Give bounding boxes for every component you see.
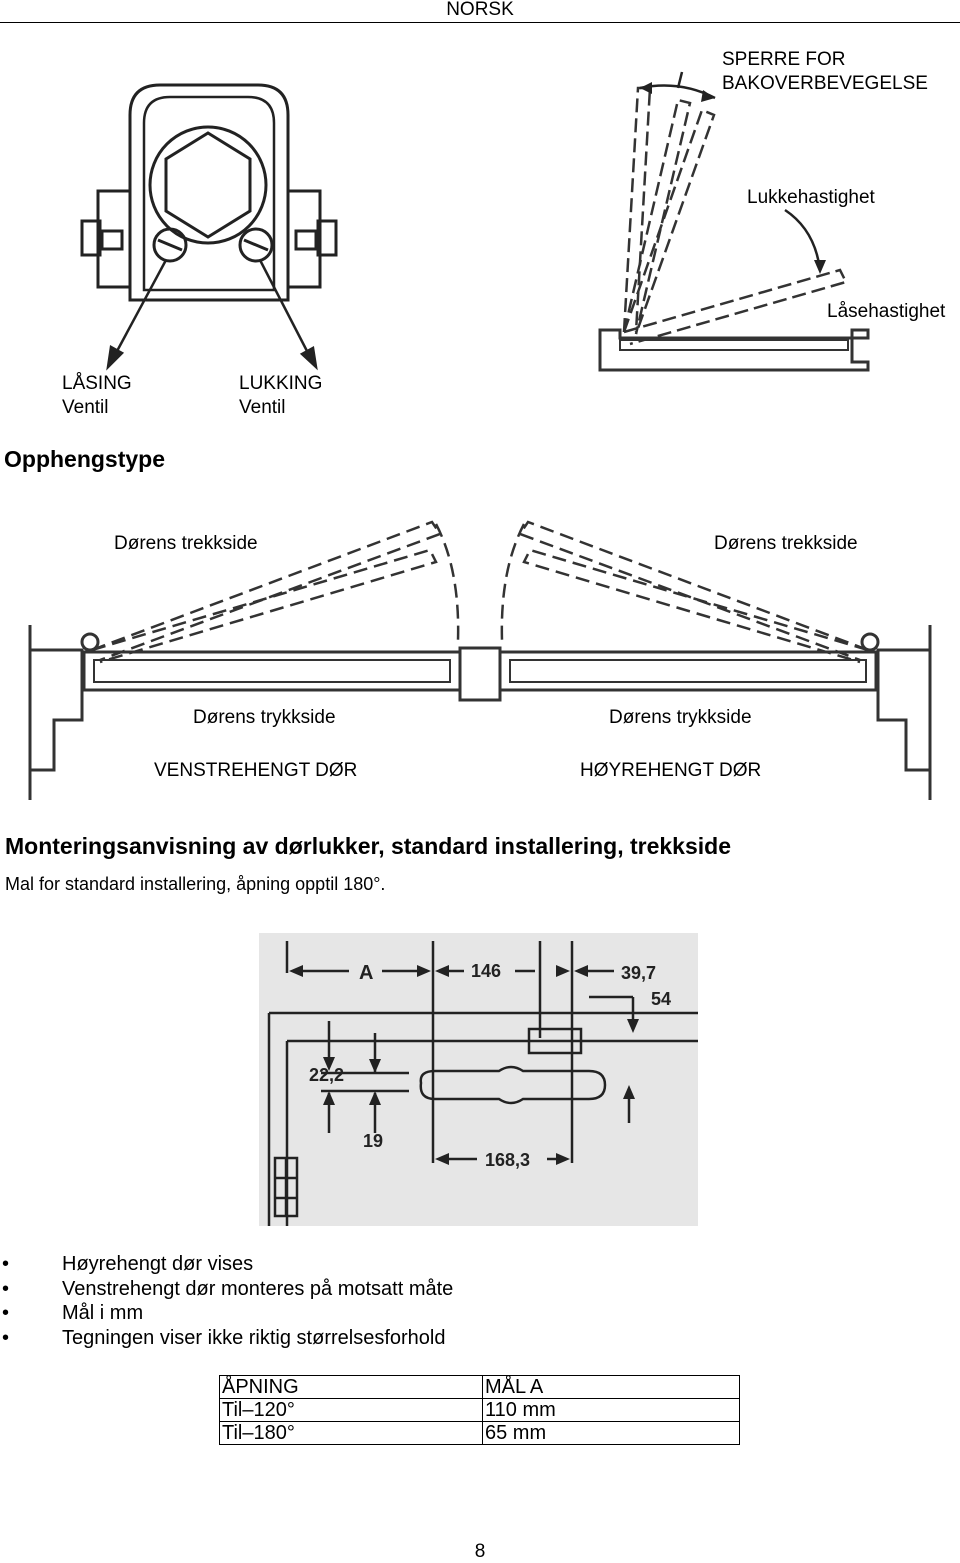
- page-number: 8: [474, 1541, 486, 1562]
- latch-speed-label: Låsehastighet: [827, 301, 946, 322]
- right-hand-door-label: HØYREHENGT DØR: [580, 760, 762, 781]
- door-mounting-diagram: [28, 520, 932, 800]
- table-row: Til–180° 65 mm: [219, 1421, 740, 1445]
- mounting-template-drawing: A 146 39,7 54 22,2 19 168,3: [259, 933, 698, 1226]
- locking-valve-label: LÅSING: [62, 373, 132, 394]
- backcheck-label-2: BAKOVERBEVEGELSE: [722, 73, 928, 94]
- dim-54-label: 54: [651, 989, 671, 1009]
- closing-speed-label: Lukkehastighet: [747, 187, 875, 208]
- backcheck-label: SPERRE FOR: [722, 49, 846, 70]
- table-cell: Til–180°: [219, 1421, 483, 1445]
- valve-diagram: [80, 83, 338, 371]
- note-item: Høyrehengt dør vises: [0, 1252, 453, 1277]
- closing-valve-label: LUKKING: [239, 373, 323, 394]
- pull-side-right-label: Dørens trekkside: [714, 533, 858, 554]
- pull-side-left-label: Dørens trekkside: [114, 533, 258, 554]
- instructions-subtitle: Mal for standard installering, åpning op…: [5, 874, 386, 894]
- speed-diagram: [598, 71, 870, 372]
- dim-a-label: A: [359, 962, 373, 984]
- dim-22-2-label: 22,2: [309, 1065, 344, 1085]
- notes-list: Høyrehengt dør vises Venstrehengt dør mo…: [0, 1252, 453, 1350]
- instructions-title: Monteringsanvisning av dørlukker, standa…: [5, 833, 731, 859]
- table-header-row: ÅPNING MÅL A: [219, 1375, 740, 1399]
- closing-valve-sublabel: Ventil: [239, 397, 286, 418]
- left-hand-door-label: VENSTREHENGT DØR: [154, 760, 358, 781]
- locking-valve-sublabel: Ventil: [62, 397, 109, 418]
- note-item: Mål i mm: [0, 1301, 453, 1326]
- note-item: Venstrehengt dør monteres på motsatt måt…: [0, 1277, 453, 1302]
- page-header: NORSK: [0, 0, 960, 23]
- dim-19-label: 19: [363, 1131, 383, 1151]
- table-row: Til–120° 110 mm: [219, 1398, 740, 1422]
- mounting-title: Opphengstype: [4, 446, 166, 472]
- push-side-right-label: Dørens trykkside: [609, 707, 752, 728]
- table-header-cell: MÅL A: [482, 1375, 740, 1399]
- dim-168-3-label: 168,3: [485, 1150, 530, 1170]
- table-cell: 65 mm: [482, 1421, 740, 1445]
- note-item: Tegningen viser ikke riktig størrelsesfo…: [0, 1326, 453, 1351]
- push-side-left-label: Dørens trykkside: [193, 707, 336, 728]
- table-cell: Til–120°: [219, 1398, 483, 1422]
- table-header-cell: ÅPNING: [219, 1375, 483, 1399]
- table-cell: 110 mm: [482, 1398, 740, 1422]
- dim-39-7-label: 39,7: [621, 963, 656, 983]
- opening-dimension-table: ÅPNING MÅL A Til–120° 110 mm Til–180° 65…: [219, 1375, 740, 1445]
- dim-146-label: 146: [471, 961, 501, 981]
